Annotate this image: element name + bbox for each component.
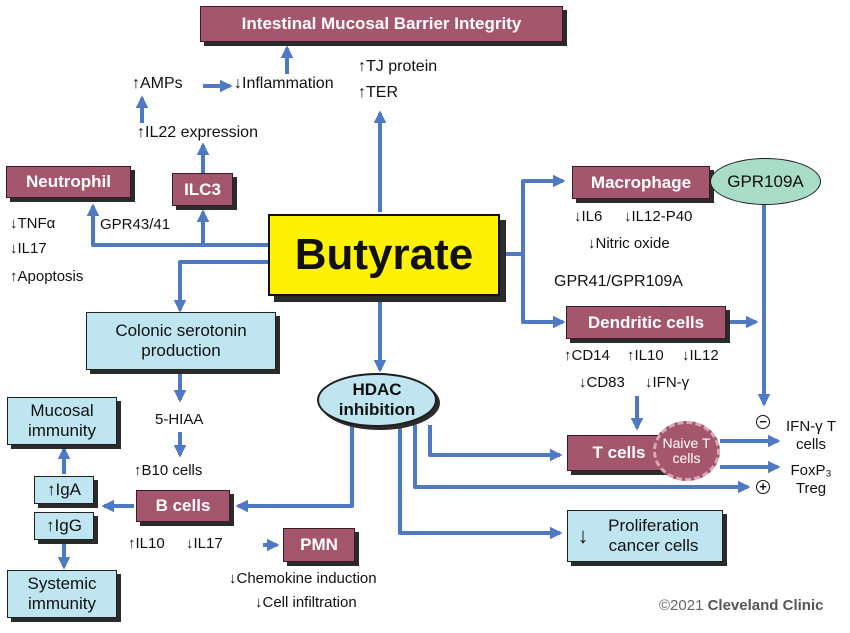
arrow-down-icon: ↓ [577,523,589,548]
node-dendritic: Dendritic cells [566,306,726,339]
label-gpr4341: GPR43/41 [100,216,171,233]
label-il17: ↓IL17 [10,240,47,257]
node-gpr109a: GPR109A [710,158,821,205]
node-igg: ↑IgG [34,512,94,540]
no-text: Nitric oxide [595,235,670,252]
node-barrier: Intestinal Mucosal Barrier Integrity [200,6,563,42]
label-il22: ↑IL22 expression [137,124,258,141]
label-il12p40: ↓IL12-P40 [624,208,693,225]
arrow-hdac-bcells [235,425,354,513]
label-inflammation: ↓Inflammation [234,75,334,92]
arrow-butyrate-neutrophil [86,203,268,247]
node-mucosal: Mucosal immunity [7,397,117,445]
il22-text: IL22 expression [145,124,258,141]
copyright-footer: ©2021 Cleveland Clinic [659,597,823,614]
label-foxp3-treg: FoxP₃ Treg [790,462,832,497]
minus-sign-icon: − [756,415,770,429]
il17-text: IL17 [17,240,47,257]
node-ilc3: ILC3 [172,173,233,206]
label-b10: ↑B10 cells [134,462,203,479]
label-tj: ↑TJ protein [358,58,438,75]
cd83-text: CD83 [586,374,625,391]
il12-text: IL12 [689,347,719,364]
igg-label: IgG [54,516,82,535]
arrow-hdac-tcells [428,425,563,462]
cd14-text: CD14 [571,347,610,364]
arrow-up-icon: ↑ [46,480,56,499]
node-systemic: Systemic immunity [7,570,117,618]
label-b-il17: ↓IL17 [186,535,223,552]
label-tnf: ↓TNFα [10,215,56,232]
tj-text: TJ protein [366,58,438,75]
arrow-up-icon: ↑ [46,516,55,535]
amps-text: AMPs [140,75,183,92]
ifng-dc-text: IFN-γ [652,374,690,391]
node-macrophage: Macrophage [572,166,710,199]
node-iga: ↑IgA [34,476,94,504]
label-no: ↓Nitric oxide [588,235,670,252]
iga-label: IgA [55,480,82,499]
il12p40-text: IL12-P40 [631,208,693,225]
label-cd14: ↑CD14 [564,347,610,364]
node-bcells: B cells [136,490,230,522]
label-il6: ↓IL6 [574,208,603,225]
node-hdac: HDAC inhibition [317,373,437,427]
arrow-butyrate-serotonin [173,260,268,313]
label-gpr41-gpr109a: GPR41/GPR109A [554,273,683,290]
node-butyrate: Butyrate [268,214,500,296]
label-cd83: ↓CD83 [579,374,625,391]
brand-name: Cleveland Clinic [707,597,824,614]
label-chemokine: ↓Chemokine induction [229,570,377,587]
label-ifng-dc: ↓IFN-γ [645,374,690,391]
proliferation-label: Proliferation cancer cells [608,516,699,555]
infiltration-text: Cell infiltration [262,594,357,611]
label-ifng-tcells: IFN-γ T cells [786,418,836,453]
b-il17-text: IL17 [193,535,223,552]
inflammation-text: Inflammation [242,75,334,92]
ter-text: TER [366,84,398,101]
label-infiltration: ↓Cell infiltration [255,594,357,611]
arrow-hdac-treg [413,425,751,494]
node-pmn: PMN [283,528,355,562]
arrow-butyrate-macrophage [500,174,566,256]
node-neutrophil: Neutrophil [6,166,131,198]
arrow-hdac-proliferation [398,425,563,540]
node-proliferation: ↓ Proliferation cancer cells [567,510,723,562]
arrow-butyrate-dendritic [521,254,566,329]
node-serotonin: Colonic serotonin production [86,312,276,370]
label-b-il10: ↑IL10 [128,535,165,552]
node-naive-tcells: Naive T cells [653,421,720,481]
label-il12: ↓IL12 [682,347,719,364]
label-ter: ↑TER [358,84,398,101]
il6-text: IL6 [581,208,603,225]
b-il10-text: IL10 [135,535,165,552]
il10-dc-text: IL10 [634,347,664,364]
label-il10-dc: ↑IL10 [627,347,664,364]
chemokine-text: Chemokine induction [236,570,377,587]
copyright-year: ©2021 [659,597,704,614]
apoptosis-text: Apoptosis [17,268,84,285]
label-5hiaa: 5-HIAA [155,411,204,428]
tnf-text: TNFα [17,215,56,232]
plus-sign-icon: + [756,480,770,494]
b10-text: B10 cells [141,462,203,479]
label-apoptosis: ↑Apoptosis [10,268,84,285]
label-amps: ↑AMPs [132,75,183,92]
